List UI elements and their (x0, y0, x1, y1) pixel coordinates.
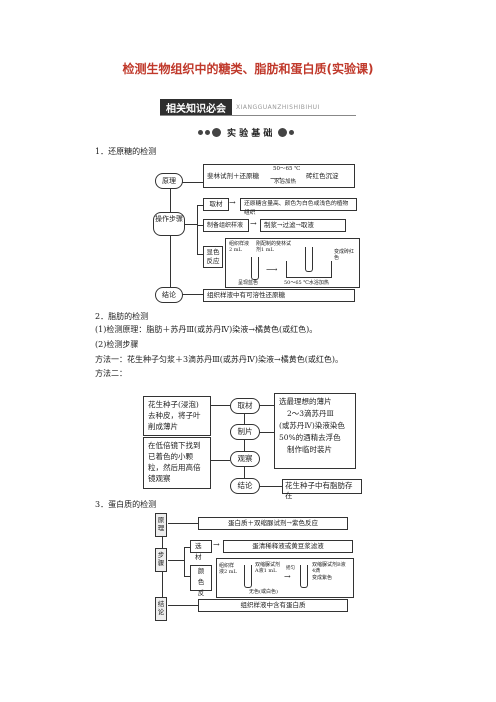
banner-rule (160, 115, 356, 116)
s2-node-material: 取材 (230, 398, 260, 414)
s1-tube-box: 组织样液2 mL 刚配制的斐林试剂1 mL 呈现蓝色 ⟶ 变成砖红色 50～65… (225, 238, 360, 288)
arrow-icon: → (284, 572, 291, 581)
page-title: 检测生物组织中的糖类、脂肪和蛋白质(实验课) (122, 62, 374, 76)
s1-material-node: 取材 (203, 198, 229, 211)
s3-color-node: 颜色反应 (190, 565, 212, 608)
s2-heading: 2．脂肪的检测 (95, 312, 149, 321)
s2-right-steps: 选最理想的薄片 2～3滴苏丹Ⅲ (或苏丹Ⅳ)染液染色 50%的酒精去浮色 制作临… (274, 393, 356, 469)
s1-conclusion-box: 组织样液中有可溶性还原糖 (203, 289, 355, 302)
s1-color-node: 显色反应 (203, 246, 223, 268)
s3-heading: 3．蛋白质的检测 (95, 500, 157, 509)
s2-left-material: 花生种子(浸泡)去种皮，将子叶削成薄片 (143, 396, 211, 436)
s2-steps-line: (2)检测步骤 (95, 340, 139, 349)
water-bath-icon (286, 261, 332, 278)
arrow-icon: → (213, 540, 220, 549)
s2-node-slice: 制片 (230, 424, 260, 440)
s2-method1-line: 方法一：花生种子匀浆＋3滴苏丹Ⅲ(或苏丹Ⅳ)染液→橘黄色(或红色)。 (95, 355, 343, 364)
s3-conclusion-box: 组织样液中含有蛋白质 (198, 599, 348, 612)
s3-principle-node: 原理 (155, 513, 167, 537)
s2-node-conclusion: 结论 (230, 478, 260, 494)
s3-principle-box: 蛋白质＋双缩脲试剂→紫色反应 (198, 517, 348, 530)
s1-principle-node: 原理 (155, 173, 183, 189)
dots-left-icon (198, 128, 221, 137)
s2-right-conclusion: 花生种子中有脂肪存在 (282, 479, 362, 500)
arrow-icon: → (229, 198, 236, 207)
s2-node-observe: 观察 (230, 451, 260, 467)
s3-material-node: 选材 (190, 540, 212, 561)
s2-method2-line: 方法二： (95, 369, 127, 378)
s2-left-observe: 在低倍镜下找到已着色的小颗粒，然后用高倍镜观察 (143, 437, 211, 489)
s1-conclusion-node: 结论 (155, 287, 183, 303)
s3-tube-box: 组织样液2 mL 双缩脲试剂A液1 mL 无色(或白色) → 摇匀 双缩脲试剂B… (216, 558, 354, 598)
s3-material-box: 蛋清稀释液或黄豆浆滤液 (223, 540, 353, 553)
basics-header: 实 验 基 础 (198, 126, 295, 139)
test-tube-icon (251, 257, 259, 280)
s1-prep-node: 制备组织样液 (203, 219, 249, 232)
s3-conclusion-node: 结论 (155, 597, 167, 621)
test-tube-icon (300, 565, 308, 588)
s3-steps-node: 步骤 (155, 548, 167, 572)
arrow-icon: → (250, 219, 257, 228)
arrow-icon: ⟶ (266, 265, 278, 274)
s1-material-box: 还原糖含量高、颜色为白色或浅色的植物组织 (240, 198, 357, 216)
s1-steps-node: 操作步骤 (153, 212, 185, 236)
basics-label: 实 验 基 础 (227, 129, 273, 139)
s2-principle-line: (1)检测原理：脂肪＋苏丹Ⅲ(或苏丹Ⅳ)染液→橘黄色(或红色)。 (95, 325, 318, 334)
banner-pinyin: XIANGGUANZHISHIBIHUI (236, 103, 320, 111)
section-banner: 相关知识必会 XIANGGUANZHISHIBIHUI (160, 98, 320, 116)
dots-right-icon (278, 128, 295, 137)
s1-heading: 1．还原糖的检测 (95, 147, 157, 156)
test-tube-icon (305, 247, 313, 272)
s1-prep-box: 制浆→过滤→取液 (260, 219, 346, 232)
arrow-icon: ⟶ (270, 174, 282, 183)
s1-principle-box: 斐林试剂＋还原糖 50～65 ℃ ⟶ 水浴加热 砖红色沉淀 (203, 164, 355, 188)
banner-label: 相关知识必会 (160, 98, 232, 116)
test-tube-icon (244, 565, 252, 588)
